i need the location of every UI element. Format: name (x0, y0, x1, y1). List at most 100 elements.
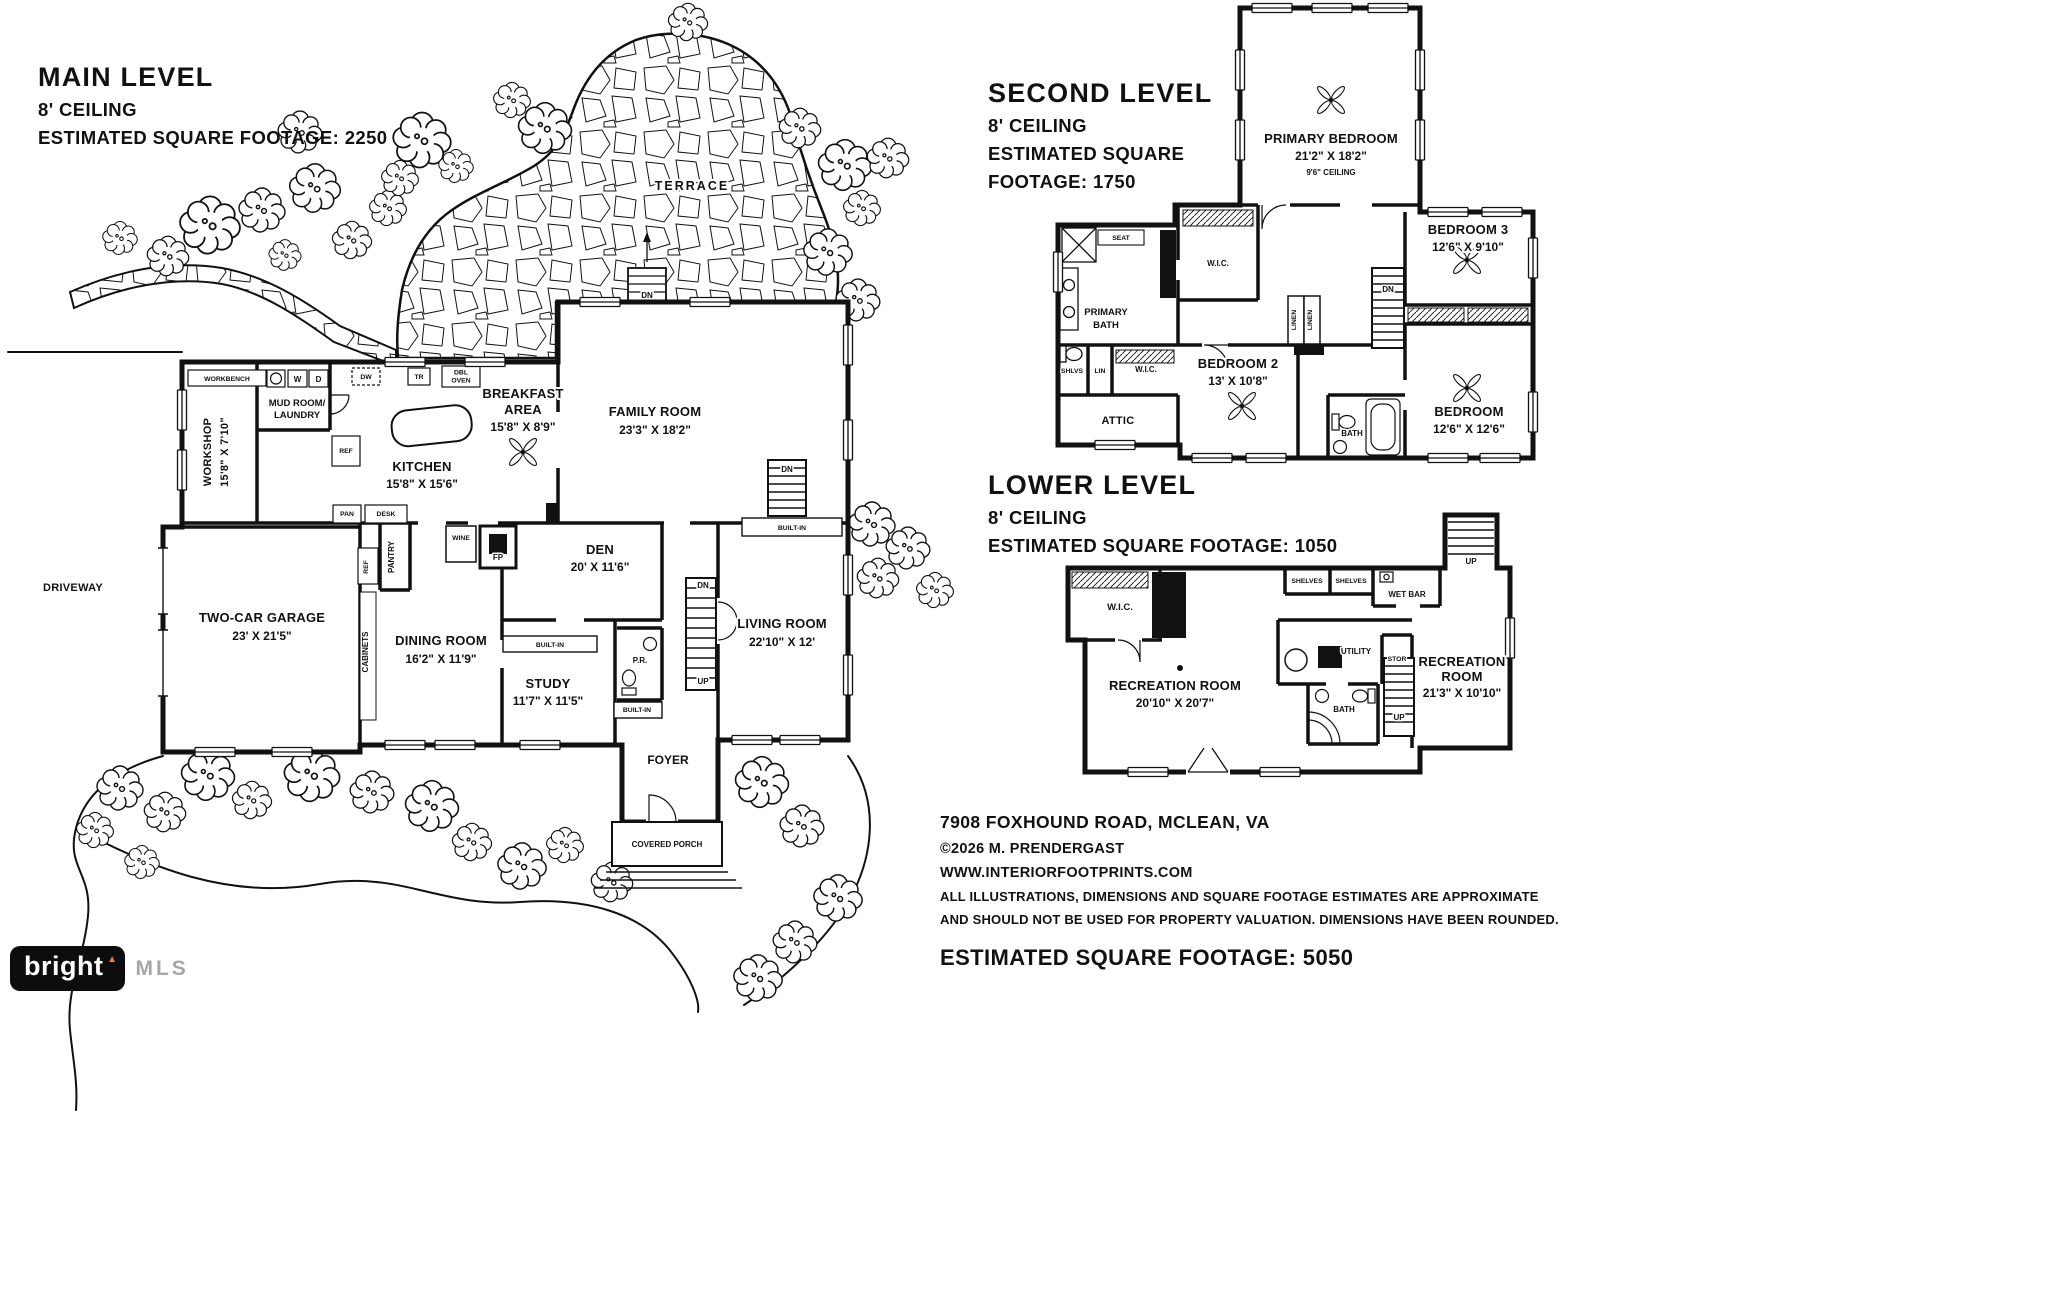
garage-door (158, 547, 168, 697)
storage-label: STOR (1388, 656, 1407, 663)
builtin-study-label: BUILT-IN (536, 642, 564, 649)
primary-ceiling-note: 9'6" CEILING (1306, 168, 1355, 177)
shelves-label-2: SHELVES (1335, 578, 1367, 585)
linen-closet-label: LIN (1095, 368, 1106, 375)
lower-level-plan: W.I.C. SHELVES SHELVES WET BAR UP RECREA… (1065, 512, 1516, 778)
primary-bath-label-1: PRIMARY (1084, 307, 1128, 318)
den-label: DEN (586, 542, 614, 557)
mls-logo-text: MLS (135, 956, 189, 980)
wic-label-lower: W.I.C. (1107, 602, 1133, 613)
pantry-label: PANTRY (387, 540, 396, 573)
pantry-cab-label: PAN (340, 511, 354, 518)
lower-level-title-block: LOWER LEVEL 8' CEILING ESTIMATED SQUARE … (988, 470, 1338, 557)
primary-bath-label-2: BATH (1093, 320, 1119, 331)
property-address: 7908 FOXHOUND ROAD, MCLEAN, VA (940, 812, 1270, 832)
terrace-label: TERRACE (655, 179, 729, 193)
workbench-label: WORKBENCH (204, 376, 250, 383)
seat-label: SEAT (1112, 235, 1130, 242)
family-room-dims: 23'3" X 18'2" (619, 423, 691, 437)
main-level-title: MAIN LEVEL (38, 62, 214, 92)
dbl-oven-label-1: DBL (454, 370, 468, 377)
second-level-sqft-1: ESTIMATED SQUARE (988, 143, 1185, 164)
bright-logo-text: bright (24, 951, 104, 981)
second-level-title: SECOND LEVEL (988, 78, 1213, 108)
cabinets-label: CABINETS (361, 631, 370, 673)
main-level-ceiling: 8' CEILING (38, 99, 137, 120)
main-level-plan: DN WORKBENCH W D MUD ROOM/ LAUNDRY DW TR… (41, 232, 854, 889)
lower-level-title: LOWER LEVEL (988, 470, 1197, 500)
primary-bedroom-label: PRIMARY BEDROOM (1264, 131, 1398, 146)
dn-label-family-stairs: DN (781, 465, 793, 474)
desk-label: DESK (377, 511, 396, 518)
recreation-room-dims: 20'10" X 20'7" (1136, 696, 1214, 710)
wine-label: WINE (452, 535, 470, 542)
utility-label: UTILITY (1341, 647, 1372, 656)
recreation-room2-label-2: ROOM (1441, 669, 1482, 684)
trash-label: TR (414, 374, 423, 381)
family-room-label: FAMILY ROOM (609, 404, 702, 419)
primary-bedroom-dims: 21'2" X 18'2" (1295, 149, 1367, 163)
builtin-pr-label: BUILT-IN (623, 707, 651, 714)
bedroom3-label: BEDROOM 3 (1428, 222, 1509, 237)
covered-porch (594, 821, 742, 889)
covered-porch-label: COVERED PORCH (632, 840, 703, 849)
main-level-title-block: MAIN LEVEL 8' CEILING ESTIMATED SQUARE F… (38, 62, 388, 149)
second-level-sqft-2: FOOTAGE: 1750 (988, 171, 1136, 192)
footer-block: 7908 FOXHOUND ROAD, MCLEAN, VA ©2026 M. … (940, 812, 1660, 971)
main-level-sqft: ESTIMATED SQUARE FOOTAGE: 2250 (38, 127, 388, 148)
wic-label-hall: W.I.C. (1135, 365, 1157, 374)
attic-label: ATTIC (1101, 415, 1134, 427)
up-label-lower-stairs: UP (1393, 713, 1405, 722)
powder-room-label: P.R. (633, 656, 648, 665)
mudroom-label: MUD ROOM/ (269, 398, 326, 409)
terrace: TERRACE (395, 32, 840, 360)
bedroom2-dims: 13' X 10'8" (1208, 374, 1267, 388)
bedroom3-dims: 12'6" X 9'10" (1432, 240, 1504, 254)
study-dims: 11'7" X 11'5" (513, 694, 583, 708)
up-label-main-stairs: UP (697, 677, 709, 686)
kitchen-dims: 15'8" X 15'6" (386, 477, 458, 491)
wet-bar-label: WET BAR (1388, 590, 1426, 599)
dbl-oven-label-2: OVEN (451, 378, 470, 385)
wic-label-primary: W.I.C. (1207, 259, 1229, 268)
second-level-plan: PRIMARY BEDROOM 21'2" X 18'2" 9'6" CEILI… (1052, 2, 1539, 464)
recreation-room2-label-1: RECREATION (1419, 654, 1506, 669)
bright-logo-triangle-icon: ▲ (107, 954, 118, 965)
fridge-label: REF (339, 448, 353, 455)
den-dims: 20' X 11'6" (571, 560, 630, 574)
copyright-line: ©2026 M. PRENDERGAST (940, 841, 1125, 857)
garage-label: TWO-CAR GARAGE (199, 610, 325, 625)
lower-level-sqft: ESTIMATED SQUARE FOOTAGE: 1050 (988, 535, 1338, 556)
laundry-label: LAUNDRY (274, 410, 321, 421)
bright-mls-logo: bright ▲ MLS (10, 946, 189, 991)
garage-dims: 23' X 21'5" (232, 629, 291, 643)
linen-label-1: LINEN (1291, 310, 1298, 330)
disclaimer-line-1: ALL ILLUSTRATIONS, DIMENSIONS AND SQUARE… (940, 889, 1539, 904)
bright-logo-box: bright ▲ (10, 946, 126, 991)
linen-label-2: LINEN (1307, 310, 1314, 330)
fridge2-label: REF (363, 560, 370, 574)
bedroom-dims: 12'6" X 12'6" (1433, 422, 1505, 436)
bedroom2-label: BEDROOM 2 (1198, 356, 1279, 371)
dishwasher-label: DW (360, 374, 372, 381)
second-level-title-block: SECOND LEVEL 8' CEILING ESTIMATED SQUARE… (988, 78, 1212, 193)
living-room-dims: 22'10" X 12' (749, 635, 815, 649)
website-line: WWW.INTERIORFOOTPRINTS.COM (940, 865, 1193, 881)
workshop-dims: 15'8" X 7'10" (219, 417, 231, 487)
dining-room-label: DINING ROOM (395, 633, 487, 648)
workshop-label: WORKSHOP (202, 418, 214, 486)
bath-label-second: BATH (1341, 429, 1363, 438)
recreation-room2-dims: 21'3" X 10'10" (1423, 686, 1501, 700)
dn-label-main-stairs: DN (697, 581, 709, 590)
bedroom-label: BEDROOM (1434, 404, 1503, 419)
second-level-ceiling: 8' CEILING (988, 115, 1087, 136)
shelves-closet-label: SHLVS (1061, 368, 1084, 375)
fireplace-label: FP (493, 553, 504, 562)
up-label-tower-stairs: UP (1465, 557, 1477, 566)
recreation-room-label: RECREATION ROOM (1109, 678, 1241, 693)
breakfast-area-label-2: AREA (504, 402, 542, 417)
driveway-label: DRIVEWAY (43, 582, 103, 594)
breakfast-area-label-1: BREAKFAST (482, 386, 563, 401)
